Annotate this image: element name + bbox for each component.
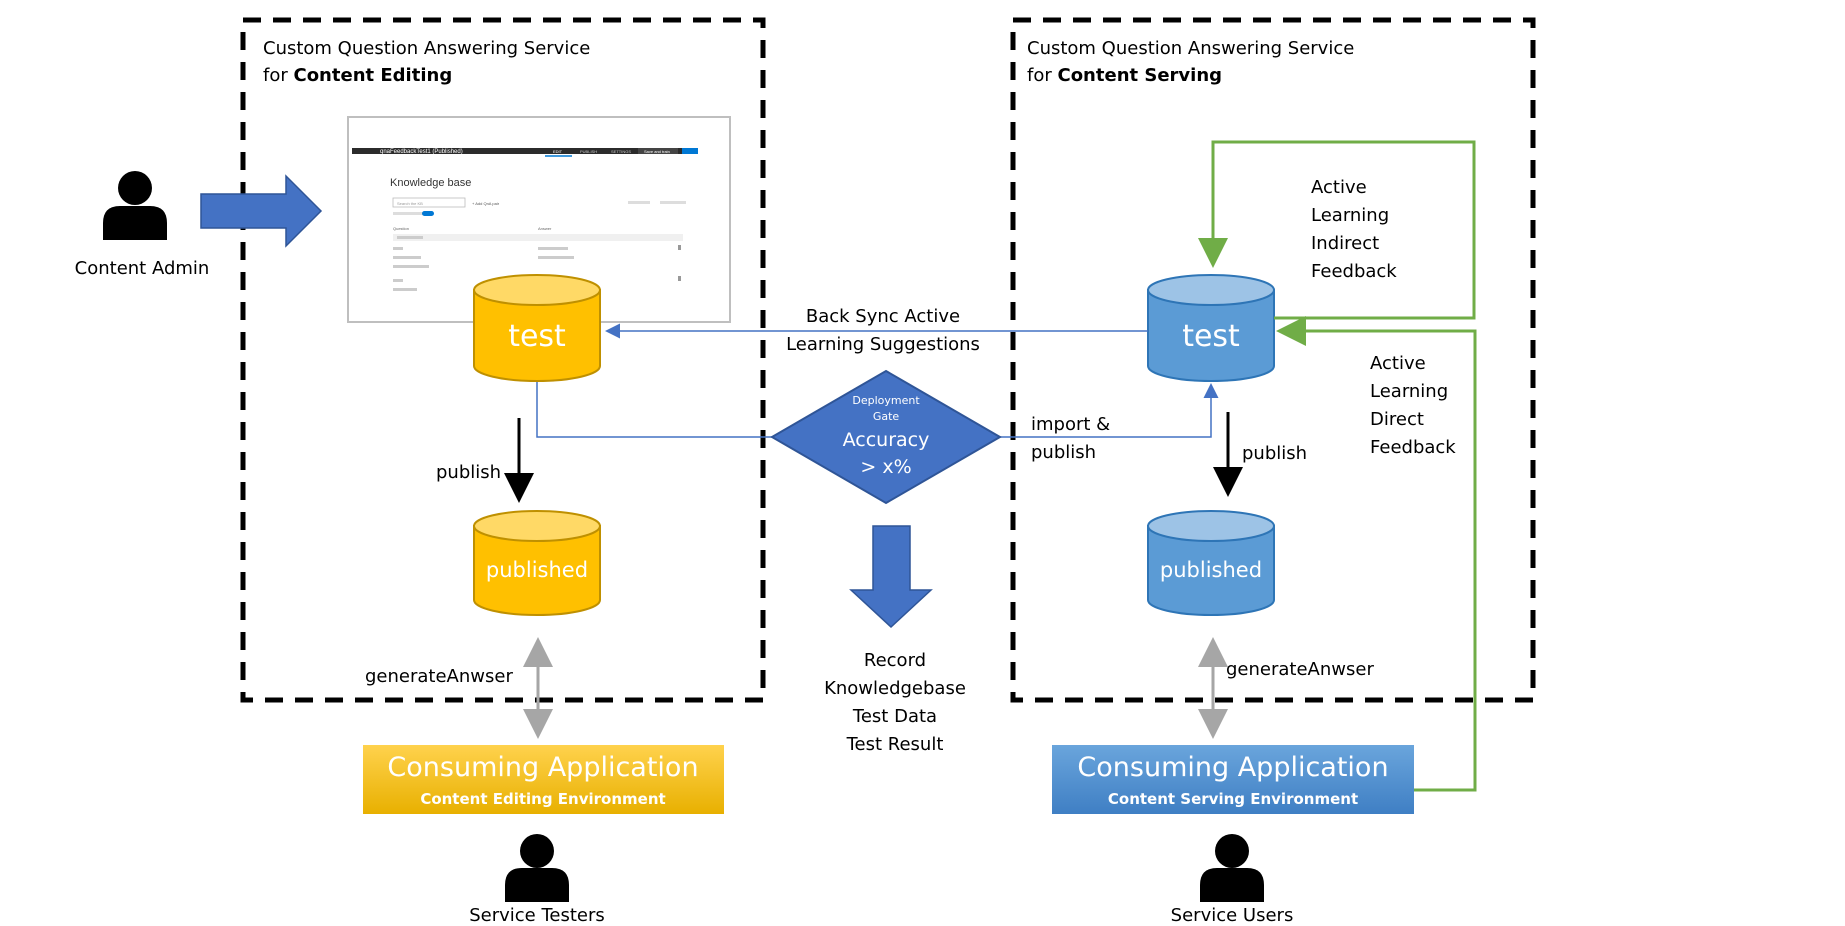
screenshot-save-button: Save and train: [644, 149, 670, 154]
editing-service-subtitle: for Content Editing: [263, 65, 452, 86]
direct-label-line2: Learning: [1370, 381, 1448, 402]
record-down-arrow-icon: [849, 525, 933, 629]
import-path-line: [536, 382, 772, 438]
editing-subtitle-bold: Content Editing: [293, 65, 452, 86]
serving-subtitle-prefix: for: [1027, 65, 1057, 86]
direct-label-line3: Direct: [1370, 409, 1424, 430]
screenshot-add-qna: + Add QnA pair: [472, 201, 500, 206]
screenshot-col-answer: Answer: [538, 226, 552, 231]
admin-edit-arrow-icon: [200, 174, 323, 248]
screenshot-tab-publish: PUBLISH: [580, 149, 597, 154]
service-testers-label: Service Testers: [469, 905, 605, 926]
serving-service-subtitle: for Content Serving: [1027, 65, 1222, 86]
service-users-person-icon: [1200, 834, 1264, 902]
record-label-line3: Test Data: [852, 706, 937, 727]
editing-consuming-application: Consuming Application Content Editing En…: [363, 745, 724, 814]
screenshot-tab-settings: SETTINGS: [611, 149, 631, 154]
serving-service-title: Custom Question Answering Service: [1027, 38, 1354, 59]
direct-label-line4: Feedback: [1370, 437, 1456, 458]
serving-app-title: Consuming Application: [1077, 752, 1388, 783]
editing-published-database: published: [473, 510, 601, 616]
indirect-label-line2: Learning: [1311, 205, 1389, 226]
editing-test-database: test: [473, 274, 601, 382]
record-label-line2: Knowledgebase: [824, 678, 966, 699]
serving-test-db-label: test: [1182, 319, 1240, 354]
indirect-label-line3: Indirect: [1311, 233, 1379, 254]
serving-published-db-label: published: [1160, 558, 1262, 582]
publish-label-left: publish: [436, 462, 501, 483]
record-label-line1: Record: [864, 650, 926, 671]
serving-consuming-application: Consuming Application Content Serving En…: [1052, 745, 1414, 814]
content-admin-label: Content Admin: [75, 258, 210, 279]
indirect-feedback-loop: [1198, 140, 1476, 320]
gate-line3: Accuracy: [843, 429, 930, 451]
gate-line4: > x%: [860, 456, 911, 478]
record-label-line4: Test Result: [846, 734, 944, 755]
indirect-label-line4: Feedback: [1311, 261, 1397, 282]
publish-label-right: publish: [1242, 443, 1307, 464]
back-sync-label-line1: Back Sync Active: [806, 306, 960, 327]
screenshot-header-text: qnaFeedbackTest1 (Published): [380, 149, 463, 155]
indirect-label-line1: Active: [1311, 177, 1367, 198]
back-sync-label-line2: Learning Suggestions: [786, 334, 980, 355]
content-admin-person-icon: [103, 171, 167, 240]
service-testers-person-icon: [505, 834, 569, 902]
serving-subtitle-bold: Content Serving: [1057, 65, 1222, 86]
gate-line2: Gate: [873, 410, 900, 423]
editing-subtitle-prefix: for: [263, 65, 293, 86]
service-users-label: Service Users: [1171, 905, 1294, 926]
import-label-line2: publish: [1031, 442, 1096, 463]
generate-label-left: generateAnwser: [365, 666, 513, 687]
editing-app-title: Consuming Application: [387, 752, 698, 783]
screenshot-heading: Knowledge base: [390, 177, 471, 189]
editing-test-db-label: test: [508, 319, 566, 354]
gate-line1: Deployment: [852, 394, 920, 407]
generate-label-right: generateAnwser: [1226, 659, 1374, 680]
serving-test-database: test: [1147, 274, 1275, 382]
screenshot-search-placeholder: Search the KB: [397, 201, 423, 206]
direct-label-line1: Active: [1370, 353, 1426, 374]
deployment-gate-diamond: Deployment Gate Accuracy > x%: [770, 369, 1002, 505]
serving-published-database: published: [1147, 510, 1275, 616]
import-label-line1: import &: [1031, 414, 1110, 435]
serving-app-subtitle: Content Serving Environment: [1108, 790, 1358, 808]
screenshot-tab-edit: EDIT: [553, 149, 563, 154]
editing-service-title: Custom Question Answering Service: [263, 38, 590, 59]
editing-published-db-label: published: [486, 558, 588, 582]
editing-app-subtitle: Content Editing Environment: [420, 790, 665, 808]
import-publish-arrow: [1000, 383, 1219, 438]
direct-feedback-loop: [1276, 316, 1477, 792]
screenshot-col-question: Question: [393, 226, 409, 231]
